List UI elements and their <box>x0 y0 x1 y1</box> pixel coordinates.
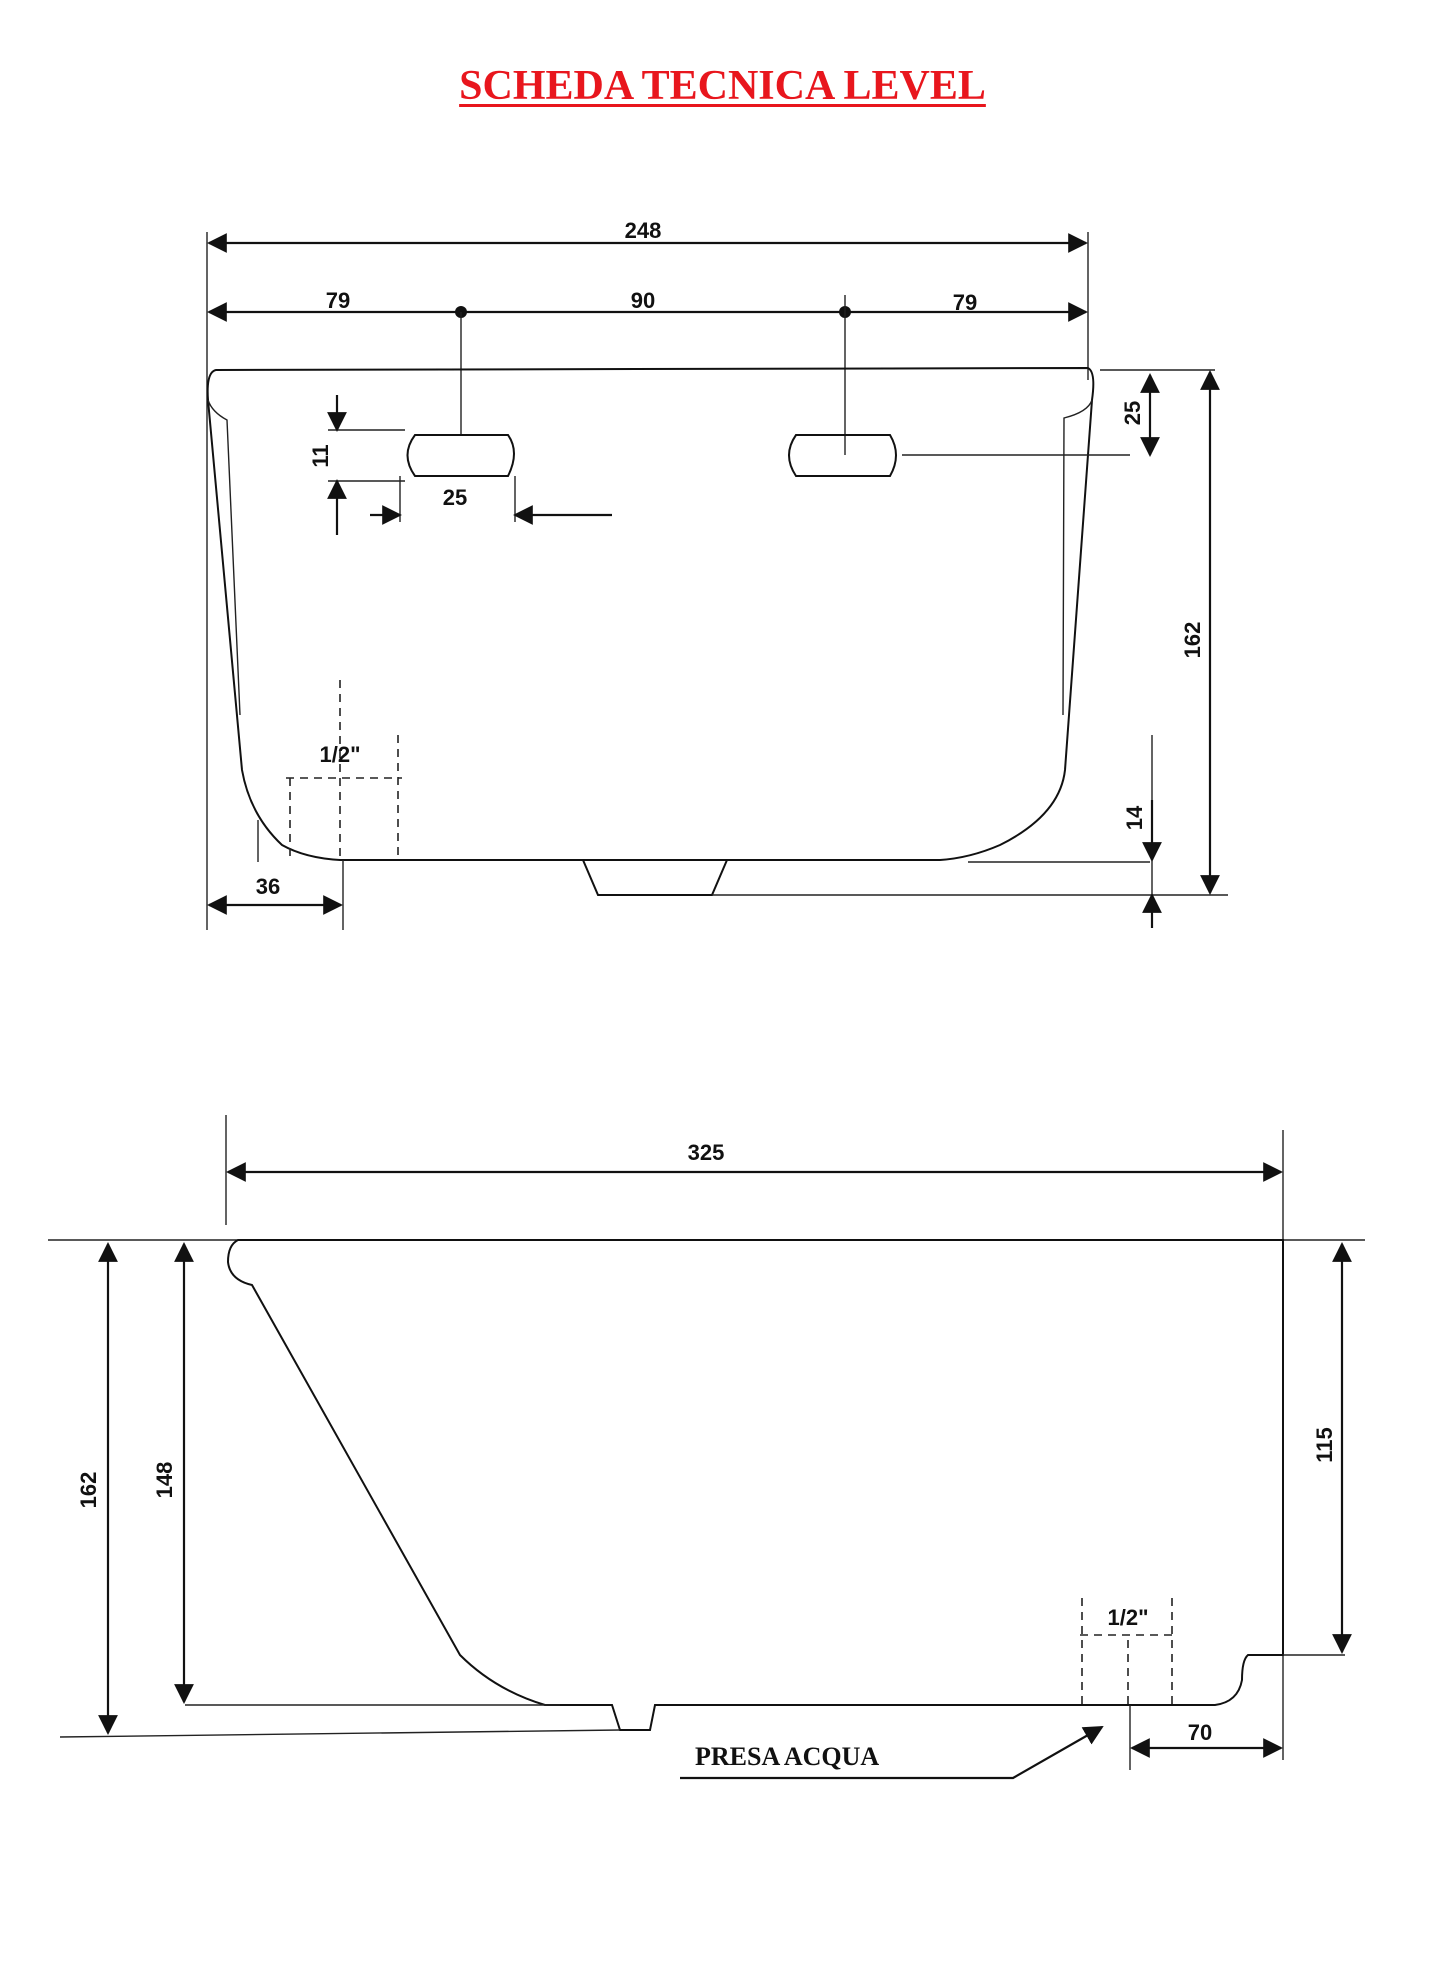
side-view: 325 162 148 115 1/2" 70 PRESA ACQUA <box>48 1115 1365 1780</box>
tub-side-outline <box>226 1239 1284 1731</box>
front-view: 248 79 90 79 11 25 <box>206 218 1228 930</box>
handle-right <box>788 434 897 477</box>
tub-front-outline <box>206 366 1095 861</box>
label-pipe-offset: 70 <box>1188 1720 1212 1745</box>
label-drain-offset: 36 <box>256 874 280 899</box>
label-pipe-size: 1/2" <box>1107 1605 1148 1630</box>
label-front-height: 162 <box>1180 622 1205 659</box>
label-base-height: 14 <box>1122 805 1147 830</box>
label-top-to-handle: 25 <box>1120 401 1145 425</box>
label-center-spacing: 90 <box>631 288 655 313</box>
label-handle-width: 25 <box>443 485 467 510</box>
drain-outlet <box>582 859 728 896</box>
water-inlet-label: PRESA ACQUA <box>695 1742 879 1771</box>
page-title: SCHEDA TECNICA LEVEL <box>459 63 986 109</box>
water-inlet-leader <box>680 1726 1104 1780</box>
label-inner-height: 148 <box>152 1462 177 1499</box>
label-side-height: 162 <box>76 1472 101 1509</box>
label-handle-height: 11 <box>308 444 333 467</box>
label-left-offset: 79 <box>326 288 350 313</box>
label-total-width: 248 <box>625 218 662 243</box>
label-right-offset: 79 <box>953 290 977 315</box>
label-total-length: 325 <box>688 1140 725 1165</box>
label-drain-size: 1/2" <box>319 742 360 767</box>
label-right-height: 115 <box>1312 1427 1337 1463</box>
handle-left <box>406 434 515 477</box>
